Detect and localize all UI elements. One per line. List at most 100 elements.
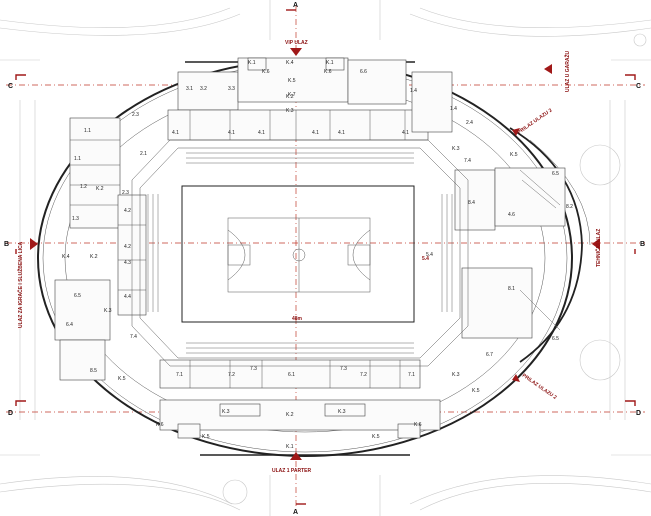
room-label-k3-bl: K.3 bbox=[222, 409, 230, 415]
garage-entrance-label: ULAZ U GARAŽU bbox=[563, 51, 571, 92]
room-label-r61: 6.1 bbox=[288, 372, 295, 378]
garage-entrance-arrow bbox=[544, 64, 552, 74]
room-label-r73b: 7.3 bbox=[340, 366, 347, 372]
room-label-k2-left: K.2 bbox=[90, 254, 98, 260]
court bbox=[181, 185, 415, 323]
ramp2-top-arrow bbox=[512, 128, 520, 136]
court-center-label: 5.4 bbox=[422, 256, 429, 262]
room-label-k3-rb: K.3 bbox=[452, 372, 460, 378]
technical-entrance-label: TEHNIČKI ULAZ bbox=[595, 229, 602, 267]
axis-label-a-bottom: A bbox=[293, 509, 298, 516]
room-label-k4-top: K.4 bbox=[286, 60, 294, 66]
axis-label-b-left: B bbox=[4, 241, 9, 248]
ramp2-bottom-label: PRILAZ ULAZU 2 bbox=[521, 373, 558, 401]
room-label-r42a: 4.2 bbox=[124, 208, 131, 214]
ramp2-bottom-arrow bbox=[512, 374, 520, 382]
room-label-r41a: 4.1 bbox=[172, 130, 179, 136]
room-label-r82: 8.2 bbox=[566, 204, 573, 210]
axis-label-d-left: D bbox=[8, 410, 13, 417]
room-label-k2-left2: K.2 bbox=[96, 186, 104, 192]
room-label-r65b: 6.5 bbox=[552, 336, 559, 342]
room-label-k4-left: K.4 bbox=[62, 254, 70, 260]
room-label-r41f: 4.1 bbox=[402, 130, 409, 136]
room-label-k6-left: K.6 bbox=[262, 69, 270, 75]
room-label-r65c: 6.5 bbox=[552, 171, 559, 177]
room-label-r42b: 4.2 bbox=[124, 244, 131, 250]
room-label-k1-bot: K.1 bbox=[286, 444, 294, 450]
room-label-r13: 1.3 bbox=[72, 216, 79, 222]
south-rooms bbox=[159, 359, 441, 439]
room-label-k6-br: K.6 bbox=[414, 422, 422, 428]
room-label-r31: 3.1 bbox=[186, 86, 193, 92]
room-label-r67: 6.7 bbox=[486, 352, 493, 358]
room-label-r41d: 4.1 bbox=[312, 130, 319, 136]
parter-entrance-label: ULAZ 1 PARTER bbox=[272, 468, 311, 474]
room-label-r23: 2.3 bbox=[132, 112, 139, 118]
seating bbox=[131, 139, 561, 367]
room-label-k5-r: K.5 bbox=[510, 152, 518, 158]
room-label-k3-left: K.3 bbox=[104, 308, 112, 314]
entrance-arrows bbox=[30, 48, 600, 460]
room-label-r54: 5.4 bbox=[426, 252, 433, 258]
room-label-r21: 2.1 bbox=[140, 151, 147, 157]
ramp2-top-label: PRILAZ ULAZU 2 bbox=[517, 107, 554, 135]
room-label-k5-br: K.5 bbox=[372, 434, 380, 440]
room-label-r71b: 7.1 bbox=[408, 372, 415, 378]
room-label-r33: 3.3 bbox=[228, 86, 235, 92]
axis-label-d-right: D bbox=[636, 410, 641, 417]
room-label-r71a: 7.1 bbox=[176, 372, 183, 378]
room-label-r81: 8.1 bbox=[508, 286, 515, 292]
room-label-r32: 3.2 bbox=[200, 86, 207, 92]
room-label-r14b: 1.4 bbox=[450, 106, 457, 112]
room-label-r43: 4.3 bbox=[124, 260, 131, 266]
room-label-r74b: 7.4 bbox=[464, 158, 471, 164]
vip-entrance-arrow bbox=[290, 48, 302, 56]
axis-label-c-left: C bbox=[8, 83, 13, 90]
vip-entrance-label: VIP ULAZ bbox=[285, 40, 308, 46]
room-label-r23b: 2.3 bbox=[122, 190, 129, 196]
room-label-k3-r: K.3 bbox=[452, 146, 460, 152]
room-label-k7: K.7 bbox=[288, 92, 296, 98]
room-label-k3-top: K.3 bbox=[286, 108, 294, 114]
room-label-r12: 1.2 bbox=[80, 184, 87, 190]
room-label-r14a: 1.4 bbox=[410, 88, 417, 94]
room-label-r24: 2.4 bbox=[466, 120, 473, 126]
room-label-r72a: 7.2 bbox=[228, 372, 235, 378]
axis-markers bbox=[15, 9, 636, 505]
room-label-r85: 8.5 bbox=[90, 368, 97, 374]
axis-label-a-top: A bbox=[293, 2, 298, 9]
axis-label-b-right: B bbox=[640, 241, 645, 248]
room-label-k6-bl: K.6 bbox=[156, 422, 164, 428]
room-label-k5-left: K.5 bbox=[118, 376, 126, 382]
room-label-r41b: 4.1 bbox=[228, 130, 235, 136]
players-entrance-label: ULAZ ZA IGRAČE I SLUŽBENA LICA bbox=[16, 241, 24, 328]
room-label-k2-bot: K.2 bbox=[286, 412, 294, 418]
room-label-k5-rb: K.5 bbox=[472, 388, 480, 394]
court-dimension-label: 48m bbox=[292, 316, 303, 322]
east-rooms bbox=[411, 71, 591, 363]
axis-label-c-right: C bbox=[636, 83, 641, 90]
room-label-r72b: 7.2 bbox=[360, 372, 367, 378]
room-label-r46: 4.6 bbox=[508, 212, 515, 218]
room-label-k2-top: K.2 bbox=[286, 94, 294, 100]
room-label-r41e: 4.1 bbox=[338, 130, 345, 136]
room-label-r65: 6.5 bbox=[74, 293, 81, 299]
west-rooms bbox=[54, 117, 147, 381]
room-label-k3-br: K.3 bbox=[338, 409, 346, 415]
room-label-r84: 8.4 bbox=[468, 200, 475, 206]
room-label-r44: 4.4 bbox=[124, 294, 131, 300]
room-label-k1-right: K.1 bbox=[326, 60, 334, 66]
room-label-k1-left: K.1 bbox=[248, 60, 256, 66]
room-label-r74a: 7.4 bbox=[130, 334, 137, 340]
room-label-r11b: 1.1 bbox=[74, 156, 81, 162]
technical-entrance-arrow bbox=[592, 238, 600, 250]
room-label-k6-right: K.6 bbox=[324, 69, 332, 75]
room-label-r41c: 4.1 bbox=[258, 130, 265, 136]
room-label-r66: 6.6 bbox=[360, 69, 367, 75]
north-rooms bbox=[167, 57, 429, 141]
players-entrance-arrow bbox=[30, 238, 38, 250]
room-label-r11a: 1.1 bbox=[84, 128, 91, 134]
